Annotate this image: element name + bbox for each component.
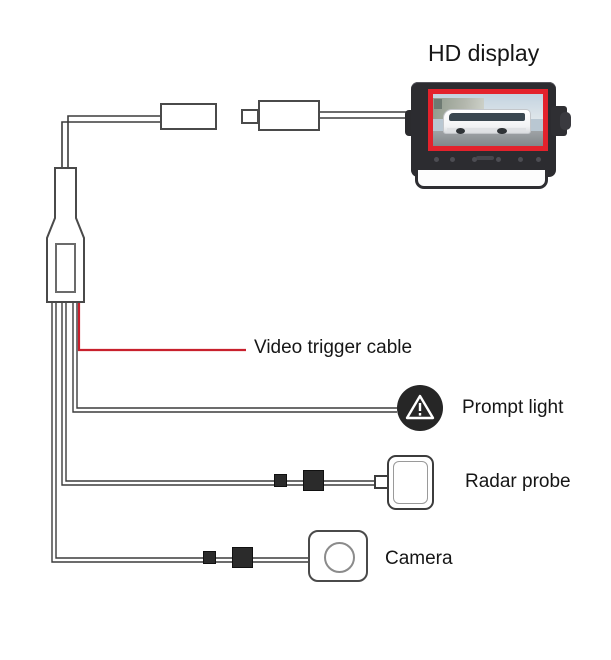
label-prompt-light: Prompt light <box>462 397 564 418</box>
camera-device <box>308 530 368 582</box>
radar-inline-connector-large <box>303 470 324 491</box>
prompt-light-device <box>397 385 443 431</box>
monitor-button-6[interactable] <box>536 157 541 162</box>
bus-windows <box>449 113 525 121</box>
plug-male-tab <box>241 109 259 124</box>
camera-lens <box>324 542 355 573</box>
camera-body <box>308 530 368 582</box>
cable-to-display <box>61 111 412 170</box>
monitor-button-3[interactable] <box>472 157 477 162</box>
monitor-mount-knob[interactable] <box>560 112 571 130</box>
cable-video-trigger <box>77 300 246 352</box>
monitor-button-bar <box>428 154 548 165</box>
monitor-button-5[interactable] <box>518 157 523 162</box>
warning-triangle-icon <box>405 394 435 420</box>
radar-probe-device <box>374 455 434 510</box>
monitor-screen <box>428 89 548 151</box>
plug-female-connector <box>160 103 217 130</box>
label-hd-display: HD display <box>428 40 540 66</box>
cable-radar-probe <box>61 300 374 486</box>
monitor-handle <box>415 170 548 189</box>
label-video-trigger-cable: Video trigger cable <box>254 337 413 358</box>
plug-male-connector <box>258 100 320 131</box>
radar-probe-inner-outline <box>393 461 428 504</box>
label-radar-probe: Radar probe <box>465 471 571 492</box>
screen-building-dark <box>434 99 443 109</box>
monitor-button-1[interactable] <box>434 157 439 162</box>
label-camera: Camera <box>385 548 453 569</box>
screen-road <box>433 131 543 146</box>
camera-inline-connector-large <box>232 547 253 568</box>
bus-skirt <box>447 128 527 131</box>
monitor-button-4[interactable] <box>496 157 501 162</box>
monitor-body <box>411 82 556 174</box>
radar-probe-body <box>387 455 434 510</box>
hd-display-monitor <box>405 82 571 192</box>
cable-camera <box>51 300 308 563</box>
bus-wheel-front <box>455 128 466 135</box>
camera-inline-connector-small <box>203 551 216 564</box>
bus-wheel-rear <box>497 128 507 135</box>
monitor-ir-sensor <box>476 156 494 160</box>
monitor-button-2[interactable] <box>450 157 455 162</box>
radar-inline-connector-small <box>274 474 287 487</box>
screen-bus <box>442 108 531 135</box>
cable-prompt-light <box>72 300 397 413</box>
junction-box <box>44 166 87 304</box>
